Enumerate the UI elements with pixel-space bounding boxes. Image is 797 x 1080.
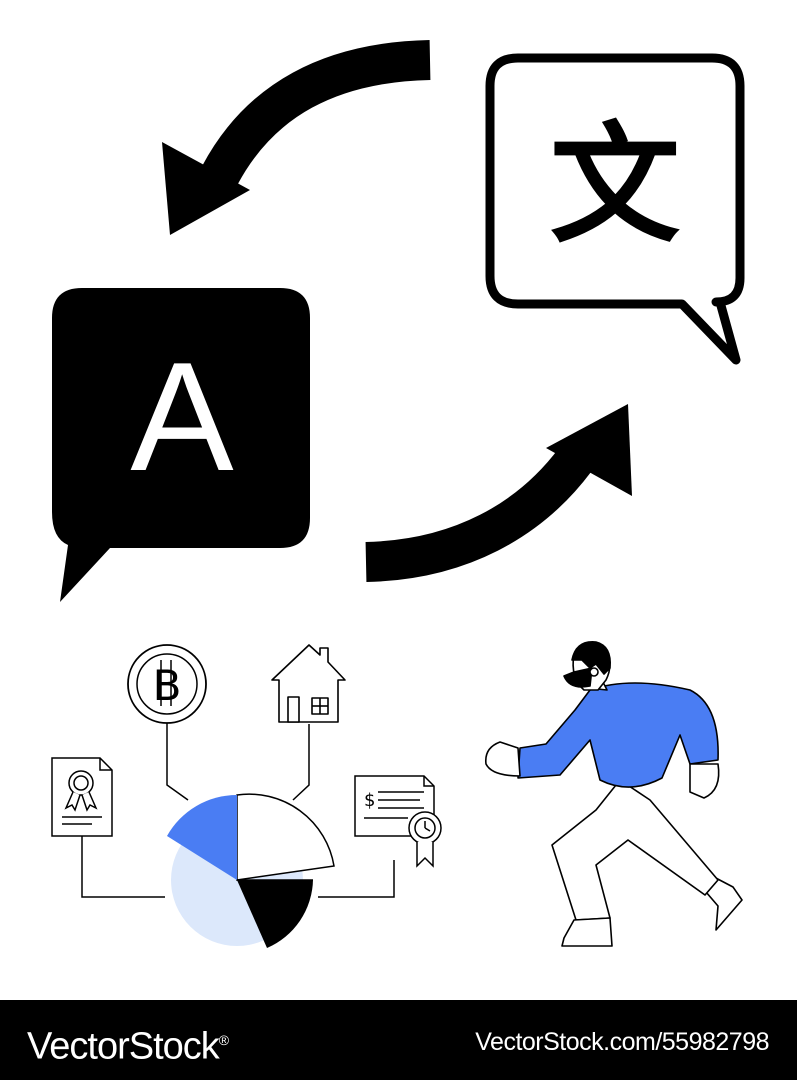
invoice-icon: $ xyxy=(354,775,442,868)
pie-chart xyxy=(167,793,335,948)
svg-text:B: B xyxy=(153,661,182,710)
curved-arrow-left-icon xyxy=(162,40,431,235)
cjk-character: 文 xyxy=(550,109,680,261)
svg-text:$: $ xyxy=(364,790,375,811)
cjk-speech-bubble-icon: 文 xyxy=(485,53,745,365)
brand-logo: VectorStock® xyxy=(27,1018,229,1069)
footer-bar: VectorStock® VectorStock.com/55982798 xyxy=(0,1000,797,1080)
running-person xyxy=(484,641,743,947)
registered-mark: ® xyxy=(218,1032,229,1048)
latin-speech-bubble-icon: A xyxy=(52,288,310,602)
bitcoin-icon: B xyxy=(127,644,207,724)
diagram-connectors xyxy=(81,705,395,898)
certificate-icon xyxy=(51,757,113,837)
latin-letter: A xyxy=(130,330,234,503)
curved-arrow-right-icon xyxy=(365,404,632,582)
translation-illustration: 文 A B xyxy=(51,40,745,948)
house-icon xyxy=(271,644,346,723)
brand-name: VectorStock xyxy=(27,1025,220,1068)
stock-id: VectorStock.com/55982798 xyxy=(475,1028,769,1056)
